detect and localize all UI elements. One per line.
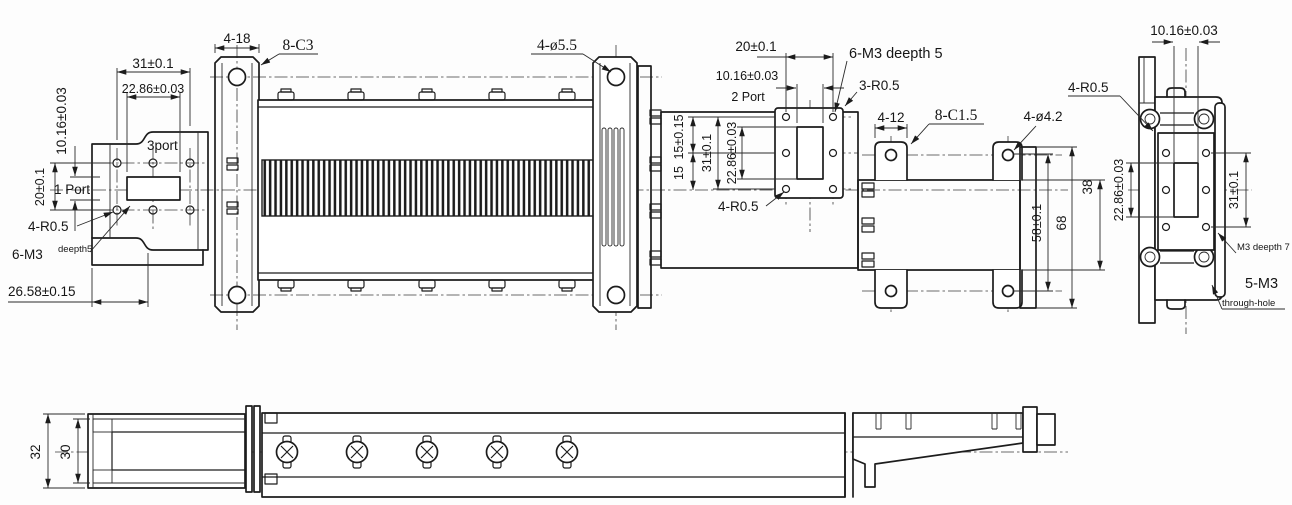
end-plate	[1019, 146, 1037, 309]
front-view: 31±0.1 22.86±0.03 10.16±0.03 20±0.1 1 Po…	[8, 31, 1105, 313]
mount-hole-top-left	[227, 67, 247, 87]
bottom-posts	[875, 413, 1022, 430]
label-port3: 3port	[147, 138, 178, 153]
main-body	[257, 88, 599, 292]
waveguide-window-side	[1173, 162, 1199, 218]
bottom-right-bracket	[852, 406, 1056, 488]
dim-4-12: 4-12	[877, 110, 904, 125]
label-dia-55: 4-ø5.5	[537, 37, 577, 54]
dim-38: 38	[1080, 179, 1095, 194]
side-screws	[1139, 108, 1215, 268]
side-bent-plate	[1214, 102, 1226, 298]
label-port2: 2 Port	[731, 90, 765, 104]
bottom-view: 32 30	[28, 405, 1056, 498]
guide-slats	[601, 127, 625, 247]
side-view-dimensions: 10.16±0.03 4-R0.5 22.86±0.03 31±0.1 M3 d…	[1068, 23, 1290, 310]
lower-body	[857, 141, 1037, 309]
port1-bracket	[91, 131, 209, 266]
label-radius-left: 4-R0.5	[28, 219, 69, 234]
dim-4-18: 4-18	[223, 31, 250, 46]
rail-clips-left	[226, 157, 239, 215]
dim-15: 15	[672, 166, 686, 180]
dim-20-left: 20±0.1	[33, 168, 47, 206]
port1-holes	[112, 158, 195, 215]
label-m3-depth7: M3 deepth 7	[1237, 242, 1290, 253]
mounting-plate-left	[214, 56, 260, 313]
label-through-hole: through-hole	[1222, 298, 1275, 309]
bottom-screws	[275, 435, 579, 469]
dim-20-port2: 20±0.1	[735, 39, 776, 54]
mount-hole-top-right	[606, 67, 626, 87]
waveguide-window-port1	[126, 176, 181, 201]
side-view: 10.16±0.03 4-R0.5 22.86±0.03 31±0.1 M3 d…	[1068, 23, 1290, 324]
bottom-plate-1	[245, 405, 253, 493]
side-bar	[1138, 56, 1156, 324]
dim-1016-side: 10.16±0.03	[1150, 23, 1217, 38]
bottom-view-dimensions: 32 30	[28, 413, 90, 489]
front-view-dimensions: 31±0.1 22.86±0.03 10.16±0.03 20±0.1 1 Po…	[8, 31, 1105, 309]
bottom-plate-2	[253, 405, 261, 493]
dim-1016-left: 10.16±0.03	[54, 87, 69, 154]
label-chamfer-8c3: 8-C3	[283, 37, 314, 54]
bottom-end-block	[1036, 413, 1056, 446]
mount-hole-bottom-right	[606, 285, 626, 305]
side-bottom-boss	[1166, 299, 1186, 310]
body-tabs-top	[277, 88, 576, 101]
label-chamfer-8c15: 8-C1.5	[935, 107, 978, 124]
dim-2658: 26.58±0.15	[8, 284, 75, 299]
center-block	[660, 107, 859, 269]
dim-58: 58±0.1	[1030, 204, 1044, 242]
mount-hole-bottom-left	[227, 285, 247, 305]
label-5m3: 5-M3	[1245, 276, 1278, 292]
dim-31-port2: 31±0.1	[700, 134, 714, 172]
bottom-slab	[261, 412, 854, 498]
label-radius-3r05: 3-R0.5	[859, 78, 900, 93]
dim-1016-port2: 10.16±0.03	[716, 69, 779, 83]
dim-68: 68	[1054, 215, 1069, 230]
dim-30: 30	[58, 444, 73, 459]
label-thread-left: 6-M3	[12, 247, 43, 262]
dim-2286-left: 22.86±0.03	[122, 82, 185, 96]
dim-2286-port2: 22.86±0.03	[725, 122, 739, 185]
dim-2286-side: 22.86±0.03	[1112, 159, 1126, 222]
rib-band	[261, 159, 599, 217]
port2-holes	[781, 112, 838, 194]
companion-plate	[637, 65, 652, 309]
bottom-end-plate	[1022, 406, 1038, 453]
side-flange-holes	[1161, 148, 1211, 232]
rail-clips-right	[861, 182, 875, 268]
label-dia-42: 4-ø4.2	[1023, 109, 1062, 124]
bottom-left-bracket	[87, 413, 246, 489]
dim-15t: 15±0.15	[672, 114, 686, 159]
label-thread-left-depth: deepth5	[58, 244, 92, 255]
label-port1: 1 Port	[54, 182, 90, 197]
label-thread-6m3d5: 6-M3 deepth 5	[849, 46, 943, 62]
dim-31-left: 31±0.1	[132, 56, 173, 71]
body-tabs-bottom	[277, 279, 576, 292]
waveguide-window-port2	[796, 126, 824, 180]
dim-32: 32	[28, 444, 43, 459]
side-top-boss	[1166, 87, 1186, 98]
dim-31-side: 31±0.1	[1227, 171, 1241, 209]
label-radius-side: 4-R0.5	[1068, 80, 1109, 95]
label-radius-port2: 4-R0.5	[718, 199, 759, 214]
mounting-plate-right	[592, 56, 662, 313]
